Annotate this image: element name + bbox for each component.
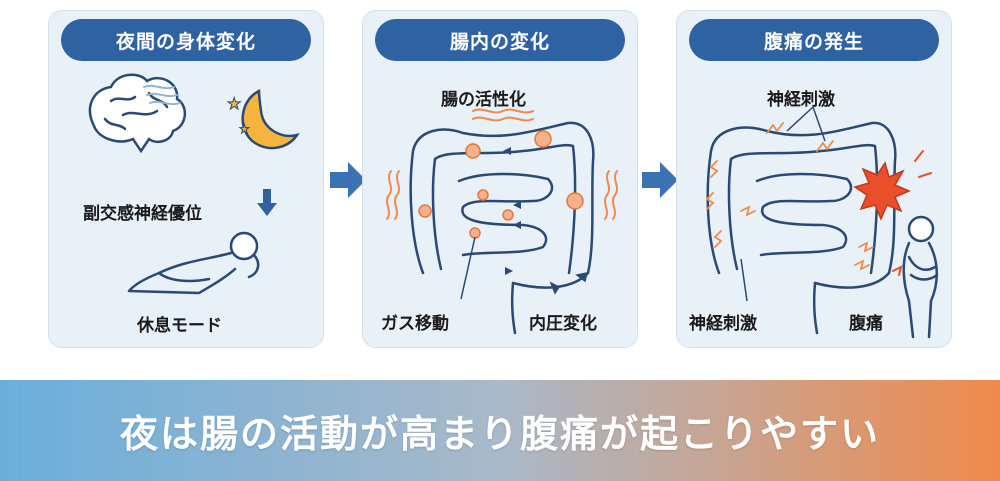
label-intestine-activation: 腸の活性化 [441,90,526,110]
heat-wave-icon [386,108,618,220]
label-gas-movement: ガス移動 [381,314,449,334]
panel-title-abdominal-pain: 腹痛の発生 [689,19,939,61]
panel-intestine-art [386,108,618,335]
person-in-pain-icon [902,215,939,339]
up-arrow-icon [257,189,277,216]
label-nerve-stimulation-top: 神経刺激 [767,90,835,110]
label-pressure-change: 内圧変化 [529,314,597,334]
brain-icon [88,73,186,154]
pain-spark-icon [892,150,932,276]
pressure-arrow-icon [549,281,561,295]
nerve-pointer-line [740,258,748,302]
flow-arrow-icon [503,147,521,275]
star-icon: ★ [227,94,241,113]
nerve-pointer-line [786,106,814,132]
nerve-pointer-line [812,106,826,142]
panel-pain-art [705,106,939,339]
panel-abdominal-pain: 腹痛の発生 [676,10,952,348]
intestine-icon [706,121,897,335]
summary-banner: 夜は腸の活動が高まり腹痛が起こりやすい [0,380,1000,481]
wind-icon [143,84,181,106]
panel-title-night-body: 夜間の身体変化 [61,19,311,61]
nerve-spark-icon [705,122,874,271]
label-rest-mode: 休息モード [137,316,222,336]
resting-person-icon [127,231,260,295]
flow-arrow-1 [330,162,366,198]
label-abdominal-pain: 腹痛 [849,314,883,334]
gas-pointer-line [460,236,476,300]
panel-night-body: 夜間の身体変化 ★ ★ 副交感神経優位 休息モード [48,10,324,348]
label-nerve-stimulation-bottom: 神経刺激 [689,314,757,334]
summary-banner-text: 夜は腸の活動が高まり腹痛が起こりやすい [119,412,880,456]
panel-title-intestine-change: 腸内の変化 [375,19,625,61]
panel-night-body-art: ★ ★ [88,73,300,295]
gas-bubble-icon [418,130,584,239]
label-parasympathetic: 副交感神経優位 [83,204,202,224]
moon-icon [241,88,300,150]
pain-burst-icon [853,161,911,221]
panel-intestine-change: 腸内の変化 [362,10,638,348]
flow-arrow-2 [642,162,678,198]
pressure-arrow-icon [575,272,589,283]
intestine-icon [409,121,595,335]
star-icon: ★ [239,122,250,136]
